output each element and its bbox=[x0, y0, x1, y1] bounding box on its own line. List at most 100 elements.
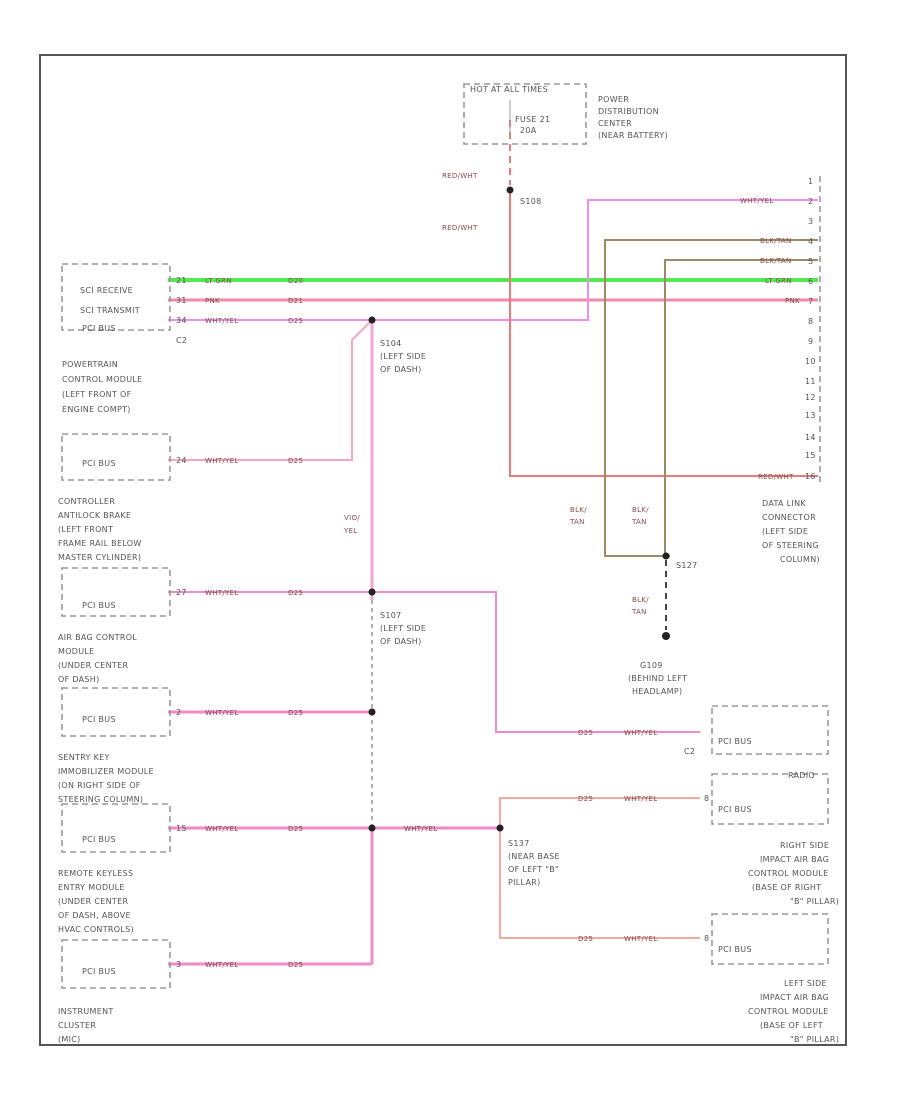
pcm-wire-1: LT GRN bbox=[205, 277, 232, 285]
svg-text:SENTRY KEY: SENTRY KEY bbox=[58, 753, 110, 762]
svg-text:HEADLAMP): HEADLAMP) bbox=[632, 687, 682, 696]
svg-text:(LEFT SIDE: (LEFT SIDE bbox=[762, 527, 808, 536]
svg-text:ENTRY MODULE: ENTRY MODULE bbox=[58, 883, 125, 892]
svg-text:DISTRIBUTION: DISTRIBUTION bbox=[598, 107, 659, 116]
svg-text:OF STEERING: OF STEERING bbox=[762, 541, 819, 550]
radio-circuit: D25 bbox=[578, 729, 593, 737]
abs-signal: PCI BUS bbox=[82, 459, 116, 468]
left-airbag-title: LEFT SIDE IMPACT AIR BAG CONTROL MODULE … bbox=[748, 979, 839, 1044]
svg-text:INSTRUMENT: INSTRUMENT bbox=[58, 1007, 114, 1016]
svg-text:5: 5 bbox=[808, 257, 813, 266]
svg-text:COLUMN): COLUMN) bbox=[780, 555, 820, 564]
wire-label-blk-tan-2: BLK/ TAN bbox=[631, 506, 649, 526]
wire-label-blk-tan-1: BLK/ TAN bbox=[569, 506, 587, 526]
svg-text:BLK/: BLK/ bbox=[632, 596, 649, 604]
svg-text:CLUSTER: CLUSTER bbox=[58, 1021, 96, 1030]
svg-text:(NEAR BATTERY): (NEAR BATTERY) bbox=[598, 131, 668, 140]
radio-signal: PCI BUS bbox=[718, 737, 752, 746]
dlc-wire-p5: BLK/TAN bbox=[760, 257, 792, 265]
pcm-signal-tx: SCI TRANSMIT bbox=[80, 306, 140, 315]
splice-s108 bbox=[506, 186, 514, 194]
right-airbag-header: RADIO bbox=[788, 771, 815, 780]
svg-text:OF DASH, ABOVE: OF DASH, ABOVE bbox=[58, 911, 131, 920]
svg-text:(MIC): (MIC) bbox=[58, 1035, 81, 1044]
airbag-wire: WHT/YEL bbox=[205, 589, 239, 597]
pcm-wire-3: WHT/YEL bbox=[205, 317, 239, 325]
svg-text:DATA LINK: DATA LINK bbox=[762, 499, 806, 508]
airbag-signal: PCI BUS bbox=[82, 601, 116, 610]
wire-airbag-radio bbox=[168, 591, 700, 733]
svg-text:IMPACT AIR BAG: IMPACT AIR BAG bbox=[760, 993, 829, 1002]
svg-text:(ON RIGHT SIDE OF: (ON RIGHT SIDE OF bbox=[58, 781, 141, 790]
airbag-title: AIR BAG CONTROL MODULE (UNDER CENTER OF … bbox=[58, 633, 137, 684]
airbag-pin: 27 bbox=[176, 588, 187, 597]
skim-wire: WHT/YEL bbox=[205, 709, 239, 717]
wire-red-wht bbox=[509, 190, 818, 477]
left-airbag-pin: 8 bbox=[704, 934, 709, 943]
rke-wire: WHT/YEL bbox=[205, 825, 239, 833]
svg-text:9: 9 bbox=[808, 337, 813, 346]
svg-text:3: 3 bbox=[808, 217, 813, 226]
svg-text:MASTER CYLINDER): MASTER CYLINDER) bbox=[58, 553, 141, 562]
svg-text:ENGINE COMPT): ENGINE COMPT) bbox=[62, 405, 131, 414]
rke-title: REMOTE KEYLESS ENTRY MODULE (UNDER CENTE… bbox=[58, 869, 134, 934]
svg-text:BLK/: BLK/ bbox=[570, 506, 587, 514]
wire-right-airbag bbox=[499, 797, 700, 828]
pcm-box bbox=[61, 263, 171, 331]
splice-rke bbox=[368, 824, 376, 832]
right-airbag-pin: 8 bbox=[704, 794, 709, 803]
airbag-circuit: D25 bbox=[288, 589, 303, 597]
cluster-signal: PCI BUS bbox=[82, 967, 116, 976]
fuse-number: FUSE 21 bbox=[515, 115, 550, 124]
svg-text:IMMOBILIZER MODULE: IMMOBILIZER MODULE bbox=[58, 767, 154, 776]
wire-label-vio-yel: VIO/ YEL bbox=[343, 514, 360, 535]
left-airbag-signal: PCI BUS bbox=[718, 945, 752, 954]
wire-pci-to-dlc bbox=[168, 199, 818, 321]
svg-text:OF DASH): OF DASH) bbox=[380, 365, 422, 374]
svg-text:8: 8 bbox=[808, 317, 813, 326]
svg-text:AIR BAG CONTROL: AIR BAG CONTROL bbox=[58, 633, 137, 642]
cluster-pin: 3 bbox=[176, 960, 181, 969]
svg-text:TAN: TAN bbox=[569, 518, 585, 526]
skim-box bbox=[61, 687, 171, 737]
rke-box bbox=[61, 803, 171, 853]
rke-circuit: D25 bbox=[288, 825, 303, 833]
svg-text:POWER: POWER bbox=[598, 95, 629, 104]
fuse-title: POWER DISTRIBUTION CENTER (NEAR BATTERY) bbox=[598, 95, 668, 140]
svg-text:CONTROL MODULE: CONTROL MODULE bbox=[748, 1007, 829, 1016]
svg-text:IMPACT AIR BAG: IMPACT AIR BAG bbox=[760, 855, 829, 864]
abs-title: CONTROLLER ANTILOCK BRAKE (LEFT FRONT FR… bbox=[58, 497, 142, 562]
svg-text:HVAC CONTROLS): HVAC CONTROLS) bbox=[58, 925, 134, 934]
svg-text:2: 2 bbox=[808, 197, 813, 206]
svg-text:VIO/: VIO/ bbox=[344, 514, 360, 522]
skim-circuit: D25 bbox=[288, 709, 303, 717]
svg-text:POWERTRAIN: POWERTRAIN bbox=[62, 360, 118, 369]
svg-text:RIGHT SIDE: RIGHT SIDE bbox=[780, 841, 829, 850]
svg-text:(BASE OF LEFT: (BASE OF LEFT bbox=[760, 1021, 823, 1030]
right-airbag-circuit: D25 bbox=[578, 795, 593, 803]
airbag-box bbox=[61, 567, 171, 617]
ground-g109-label: G109 (BEHIND LEFT HEADLAMP) bbox=[628, 661, 687, 696]
svg-text:S104: S104 bbox=[380, 339, 402, 348]
svg-text:(LEFT SIDE: (LEFT SIDE bbox=[380, 624, 426, 633]
svg-text:14: 14 bbox=[805, 433, 816, 442]
svg-text:11: 11 bbox=[805, 377, 816, 386]
dlc-wire-p16: RED/WHT bbox=[758, 473, 794, 481]
svg-text:CONTROLLER: CONTROLLER bbox=[58, 497, 115, 506]
splice-s108-label: S108 bbox=[520, 197, 542, 206]
svg-text:12: 12 bbox=[805, 393, 816, 402]
svg-text:FRAME RAIL BELOW: FRAME RAIL BELOW bbox=[58, 539, 142, 548]
dlc-pin-numbers: 1 2 3 4 5 6 7 8 9 10 11 12 13 14 15 16 bbox=[805, 177, 816, 481]
rke-signal: PCI BUS bbox=[82, 835, 116, 844]
svg-text:(BASE OF RIGHT: (BASE OF RIGHT bbox=[752, 883, 821, 892]
svg-text:MODULE: MODULE bbox=[58, 647, 95, 656]
svg-text:TAN: TAN bbox=[631, 518, 647, 526]
svg-text:S107: S107 bbox=[380, 611, 402, 620]
svg-text:(LEFT FRONT: (LEFT FRONT bbox=[58, 525, 113, 534]
svg-text:16: 16 bbox=[805, 472, 816, 481]
svg-text:CENTER: CENTER bbox=[598, 119, 632, 128]
svg-text:REMOTE KEYLESS: REMOTE KEYLESS bbox=[58, 869, 133, 878]
pcm-circuit-1: D20 bbox=[288, 277, 303, 285]
svg-text:15: 15 bbox=[805, 451, 816, 460]
ground-g109 bbox=[662, 632, 670, 640]
